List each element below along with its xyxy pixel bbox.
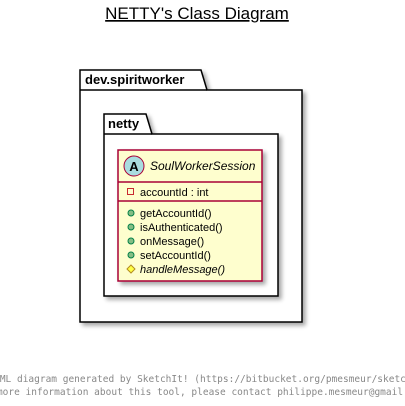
package-name: dev.spiritworker [85,72,184,87]
abstract-class-icon [123,155,145,177]
class-name: SoulWorkerSession [150,159,256,173]
public-visibility-icon [127,251,135,259]
stereotype-letter: A [129,159,139,174]
private-visibility-icon [127,188,134,195]
class-method: getAccountId() [140,208,212,220]
package-name: netty [108,116,140,131]
class-method: onMessage() [140,236,204,248]
class-box: A SoulWorkerSession accountId : int getA… [117,149,263,282]
public-visibility-icon [127,237,135,245]
class-method-abstract: handleMessage() [140,264,225,276]
diagram-title: NETTY's Class Diagram [105,4,289,23]
protected-visibility-icon [126,264,136,274]
public-visibility-icon [127,209,135,217]
footer-generator-note: PlantUML diagram generated by SketchIt! … [0,374,405,385]
class-field: accountId : int [140,187,209,199]
class-method: isAuthenticated() [140,222,223,234]
public-visibility-icon [127,223,135,231]
footer-contact-note: For more information about this tool, pl… [0,387,405,398]
class-method: setAccountId() [140,250,211,262]
